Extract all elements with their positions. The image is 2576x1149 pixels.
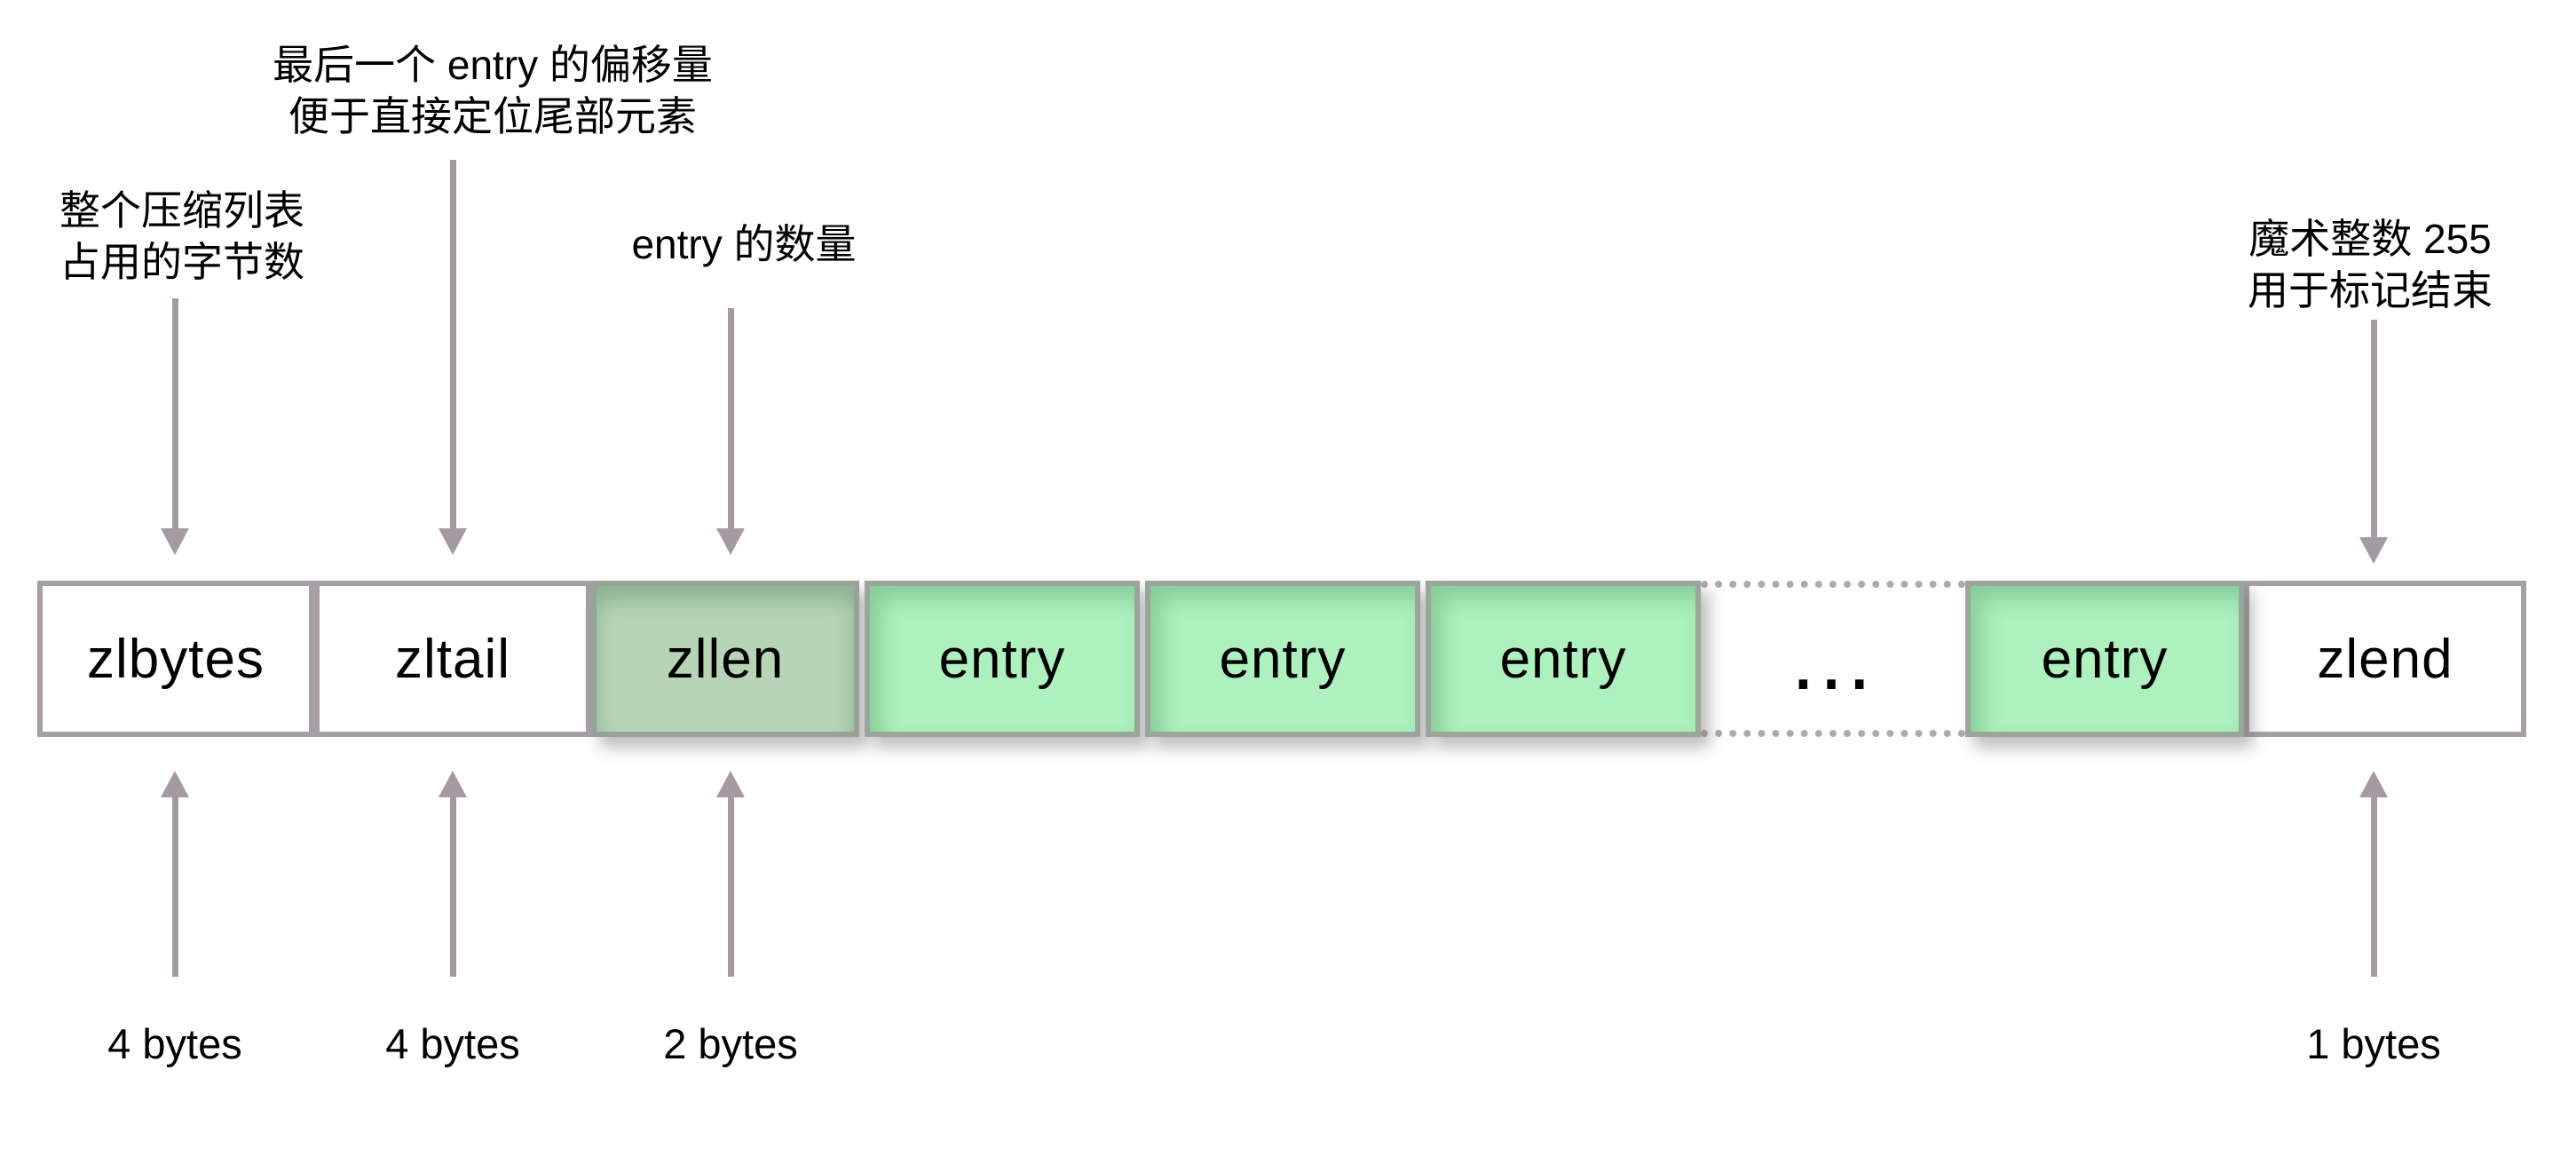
box-entry-3-label: entry xyxy=(1499,628,1627,690)
size-label-zlend: 1 bytes xyxy=(2306,1020,2441,1067)
box-zlbytes: zlbytes xyxy=(37,581,314,737)
arrow-head xyxy=(439,771,467,797)
arrow-shaft xyxy=(171,794,178,977)
arrow-head xyxy=(2359,771,2388,797)
box-entry-2: entry xyxy=(1145,581,1420,737)
annotation-zlend-line2: 用于标记结束 xyxy=(2248,267,2493,313)
up-arrow-icon-zltail xyxy=(437,771,469,977)
down-arrow-icon-zltail xyxy=(437,160,469,555)
arrow-shaft xyxy=(727,794,734,977)
annotation-zlbytes: 整个压缩列表 占用的字节数 xyxy=(0,185,546,288)
arrow-head xyxy=(716,528,745,555)
box-zllen-label: zllen xyxy=(666,628,785,690)
up-arrow-icon-zlend xyxy=(2358,771,2390,977)
annotation-zllen: entry 的数量 xyxy=(380,218,1108,270)
up-arrow-icon-zlbytes xyxy=(159,771,191,977)
box-zltail-label: zltail xyxy=(394,628,511,690)
annotation-zlend-line1: 魔术整数 255 xyxy=(2248,216,2492,262)
arrow-shaft xyxy=(449,794,456,977)
annotation-zltail: 最后一个 entry 的偏移量 便于直接定位尾部元素 xyxy=(129,39,857,142)
arrow-shaft xyxy=(2370,794,2377,977)
annotation-zlend: 魔术整数 255 用于标记结束 xyxy=(2006,213,2576,316)
box-entry-3: entry xyxy=(1426,581,1701,737)
box-zlend-label: zlend xyxy=(2317,628,2454,690)
box-entry-4: entry xyxy=(1965,581,2244,737)
arrow-head xyxy=(2359,537,2388,564)
down-arrow-icon-zllen xyxy=(715,308,747,555)
annotation-zllen-line1: entry 的数量 xyxy=(631,221,857,267)
arrow-shaft xyxy=(171,298,178,532)
size-label-zllen: 2 bytes xyxy=(663,1020,798,1067)
arrow-head xyxy=(716,771,745,797)
arrow-shaft xyxy=(2370,320,2377,541)
box-ellipsis: … xyxy=(1701,581,1965,737)
box-entry-2-label: entry xyxy=(1219,628,1347,690)
box-zllen: zllen xyxy=(591,581,859,737)
down-arrow-icon-zlbytes xyxy=(159,298,191,555)
annotation-zlbytes-line1: 整个压缩列表 xyxy=(59,187,304,234)
box-zlbytes-label: zlbytes xyxy=(87,628,265,690)
box-entry-4-label: entry xyxy=(2041,628,2169,690)
arrow-head xyxy=(161,528,189,555)
box-zltail: zltail xyxy=(314,581,591,737)
up-arrow-icon-zllen xyxy=(715,771,747,977)
arrow-shaft xyxy=(449,160,456,532)
size-label-zltail: 4 bytes xyxy=(385,1020,520,1067)
annotation-zltail-line1: 最后一个 entry 的偏移量 xyxy=(273,42,713,88)
down-arrow-icon-zlend xyxy=(2358,320,2390,564)
annotation-zlbytes-line2: 占用的字节数 xyxy=(59,239,304,285)
size-label-zlbytes: 4 bytes xyxy=(107,1020,242,1067)
annotation-zltail-line2: 便于直接定位尾部元素 xyxy=(288,93,697,139)
arrow-head xyxy=(161,771,189,797)
box-entry-1: entry xyxy=(865,581,1140,737)
arrow-head xyxy=(439,528,467,555)
box-entry-1-label: entry xyxy=(938,628,1066,690)
arrow-shaft xyxy=(727,308,734,532)
box-zlend: zlend xyxy=(2244,581,2526,737)
box-ellipsis-label: … xyxy=(1787,609,1879,709)
